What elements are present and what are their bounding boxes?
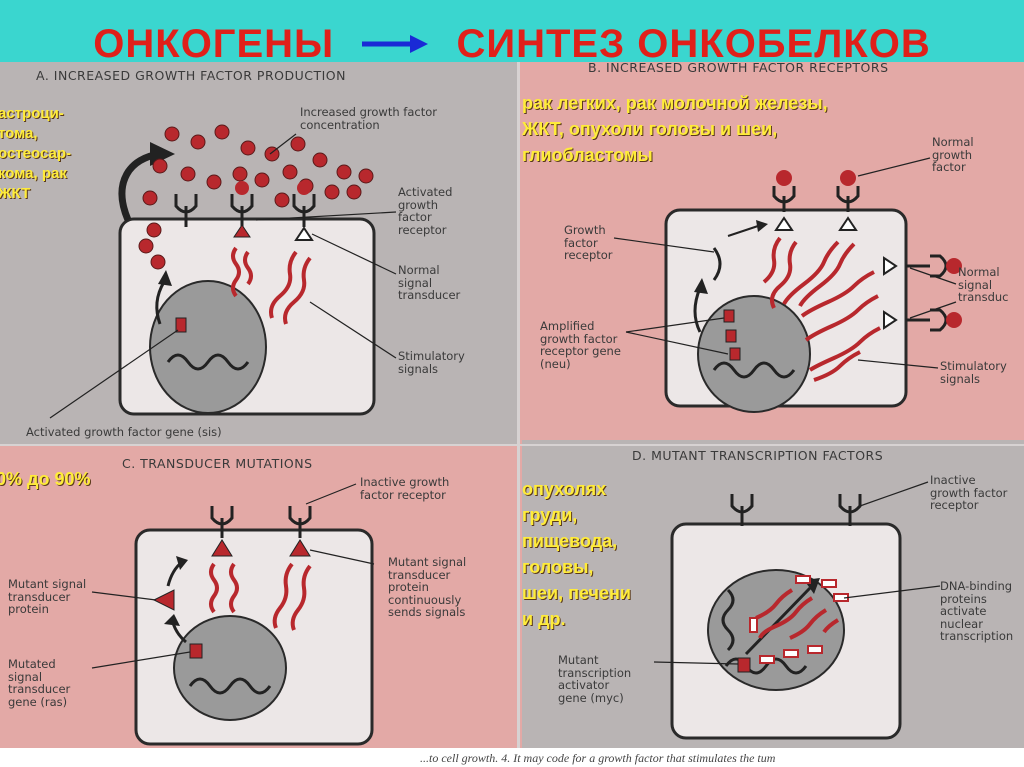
panel-a: A. INCREASED GROWTH FACTOR PRODUCTION In… <box>0 62 518 446</box>
panel-a-overlay-text: астроци- тома, остеосар- кома, рак ЖКТ <box>0 105 71 202</box>
panel-a-label-activated-receptor: Activated growth factor receptor <box>398 185 453 237</box>
panel-b-label-normal-transducer: Normal signal transduc <box>958 265 1009 304</box>
panel-c-illustration <box>91 483 375 746</box>
panel-d-label-mutant-activator: Mutant transcription activator gene (myc… <box>558 653 632 705</box>
panel-a-label-concentration: Increased growth factor concentration <box>300 105 437 132</box>
footer-caption: ...to cell growth. 4. It may code for a … <box>420 751 776 765</box>
panel-b-overlay-text: рак легких, рак молочной железы, ЖКТ, оп… <box>522 93 828 165</box>
panel-c-label-mutated-gene: Mutated signal transducer gene (ras) <box>8 657 71 709</box>
panel-d-label-dna-binding: DNA-binding proteins activate nuclear tr… <box>940 579 1014 643</box>
footer-strip: ...to cell growth. 4. It may code for a … <box>0 748 1024 767</box>
panel-b-title: B. INCREASED GROWTH FACTOR RECEPTORS <box>588 62 889 75</box>
panel-b-label-amplified: Amplified growth factor receptor gene (n… <box>540 319 621 371</box>
panel-a-label-gene: Activated growth factor gene (sis) <box>26 425 222 439</box>
panel-divider-horizontal <box>0 444 1024 446</box>
panel-b-label-receptor: Growth factor receptor <box>564 223 613 262</box>
panel-d-overlay-text: опухолях груди, пищевода, головы, шеи, п… <box>522 479 631 629</box>
panel-b-label-stimulatory: Stimulatory signals <box>940 359 1007 386</box>
slide-title: ОНКОГЕНЫ СИНТЕЗ ОНКОБЕЛКОВ <box>0 20 1024 67</box>
panel-d-label-inactive: Inactive growth factor receptor <box>930 473 1008 512</box>
panel-d-title: D. MUTANT TRANSCRIPTION FACTORS <box>632 448 884 463</box>
title-left: ОНКОГЕНЫ <box>93 21 335 66</box>
title-right: СИНТЕЗ ОНКОБЕЛКОВ <box>456 21 931 66</box>
panel-c: C. TRANSDUCER MUTATIONS Inactive growth … <box>0 446 522 748</box>
panel-c-label-mutant-protein: Mutant signal transducer protein <box>8 577 87 616</box>
panel-a-label-normal-transducer: Normal signal transducer <box>398 263 461 302</box>
panel-c-title: C. TRANSDUCER MUTATIONS <box>122 456 313 471</box>
panel-b-illustration <box>613 157 962 413</box>
panel-a-title: A. INCREASED GROWTH FACTOR PRODUCTION <box>36 68 346 83</box>
panel-c-label-inactive: Inactive growth factor receptor <box>360 475 450 502</box>
panel-divider-vertical <box>517 62 520 748</box>
panel-b: B. INCREASED GROWTH FACTOR RECEPTORS Nor… <box>518 62 1024 446</box>
panel-a-label-stimulatory: Stimulatory signals <box>398 349 465 376</box>
panel-d: D. MUTANT TRANSCRIPTION FACTORS Inactive… <box>522 440 1024 748</box>
panel-a-illustration <box>49 124 397 419</box>
panel-b-label-normal-factor: Normal growth factor <box>932 135 974 174</box>
right-arrow-icon <box>362 35 429 54</box>
panel-c-label-continuous: Mutant signal transducer protein continu… <box>388 555 467 619</box>
panel-c-overlay-text: 0% до 90% <box>0 469 91 489</box>
panel-d-illustration <box>653 481 941 740</box>
